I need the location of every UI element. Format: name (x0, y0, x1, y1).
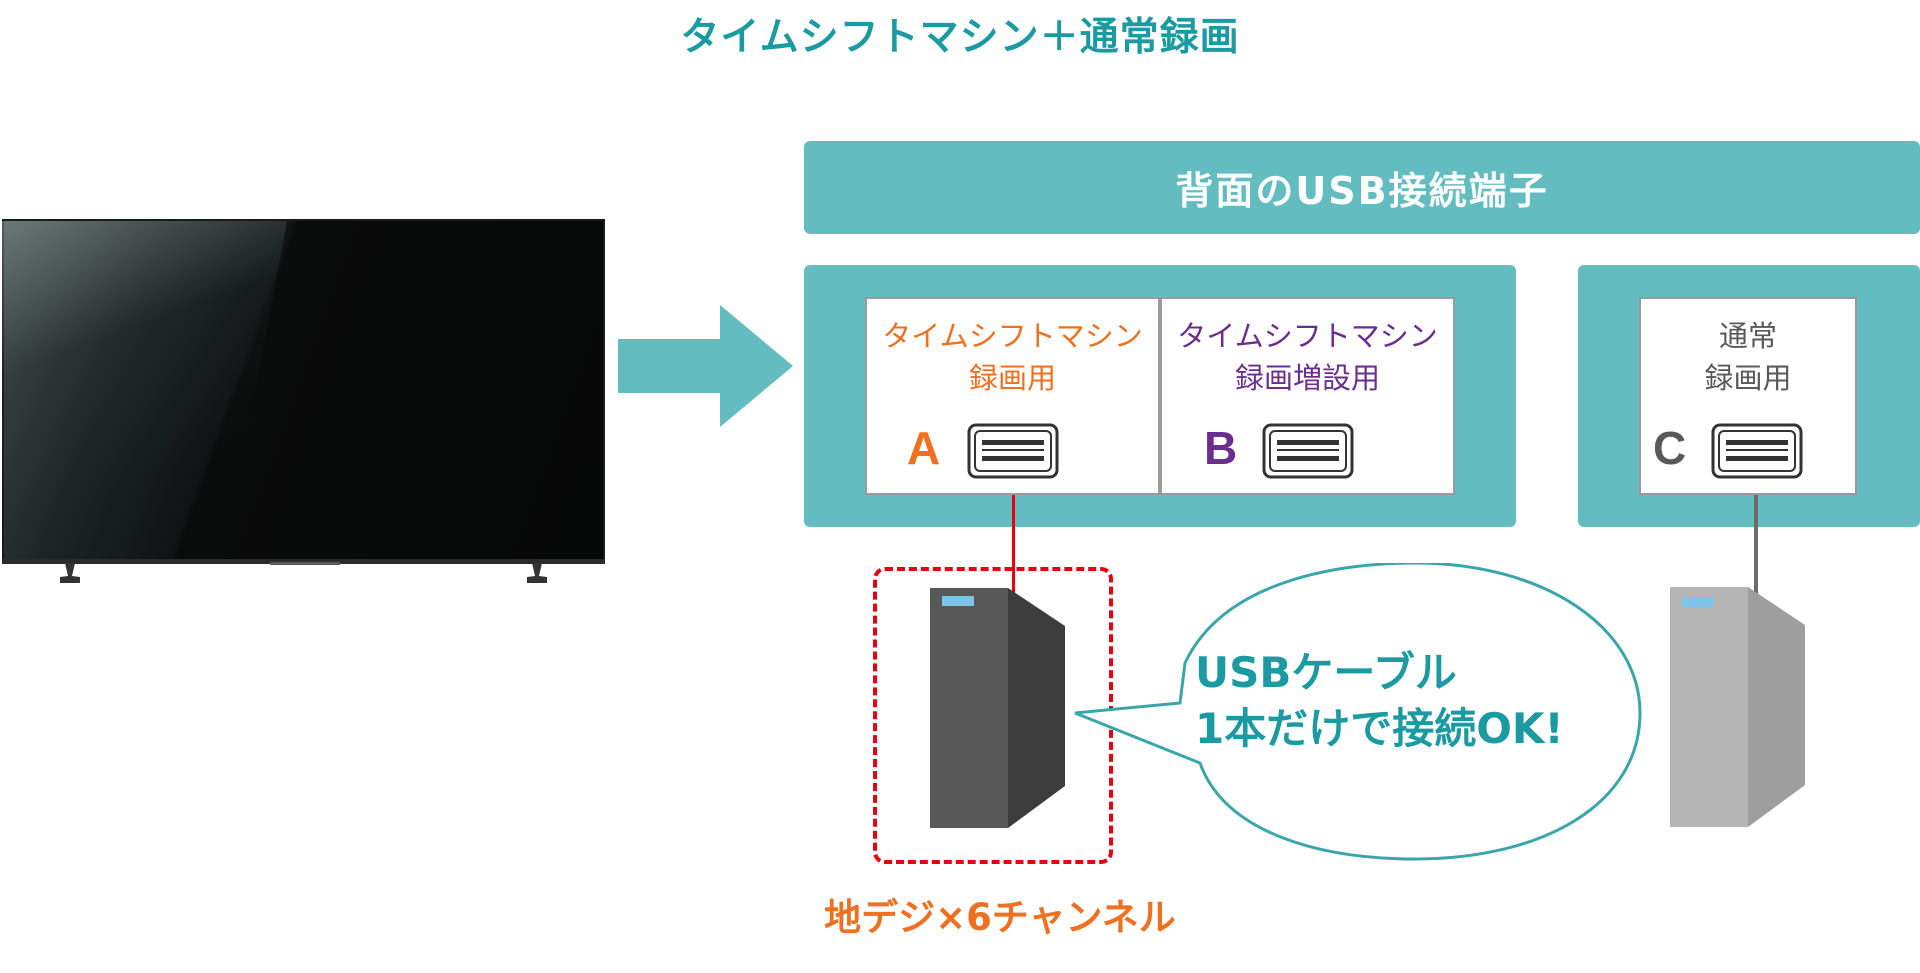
usb-port-icon (1262, 423, 1354, 479)
port-b-letter: B (1204, 422, 1238, 474)
port-c-label-line2: 録画用 (1704, 361, 1792, 395)
port-a-letter: A (907, 422, 941, 474)
tv-logo-strip (270, 562, 340, 565)
port-c-box: 通常 録画用 C (1639, 297, 1857, 495)
port-b-label-line1: タイムシフトマシン (1177, 319, 1438, 353)
speech-bubble-icon (1074, 563, 1642, 861)
cable-line-a (1012, 495, 1015, 595)
port-b-label-line2: 録画増設用 (1234, 361, 1380, 395)
bubble-text-line2: 1本だけで接続OK! (1195, 704, 1564, 753)
port-c-label-line1: 通常 (1718, 319, 1777, 353)
bubble-text-line1: USBケーブル (1195, 648, 1457, 697)
tv-bezel (2, 559, 605, 564)
tv-stand-right (527, 563, 547, 583)
cable-line-c (1754, 495, 1758, 595)
port-a-label-line2: 録画用 (968, 361, 1056, 395)
arrow-right-icon (618, 305, 793, 427)
usb-port-icon (967, 423, 1059, 479)
hdd-icon (1670, 587, 1805, 827)
port-a-box: タイムシフトマシン 録画用 A (865, 297, 1160, 495)
bubble-text: USBケーブル 1本だけで接続OK! (1195, 645, 1615, 757)
port-b-box: タイムシフトマシン 録画増設用 B (1160, 297, 1455, 495)
diagram-title: タイムシフトマシン＋通常録画 (680, 15, 1240, 60)
hdd-icon (930, 588, 1065, 828)
usb-terminal-header: 背面のUSB接続端子 (804, 141, 1920, 234)
port-a-label-line1: タイムシフトマシン (882, 319, 1143, 353)
tv-screen (2, 219, 605, 561)
channel-caption: 地デジ×6チャンネル (824, 896, 1176, 939)
usb-port-icon (1711, 423, 1803, 479)
port-c-letter: C (1653, 422, 1687, 474)
tv-stand-left (60, 563, 80, 583)
